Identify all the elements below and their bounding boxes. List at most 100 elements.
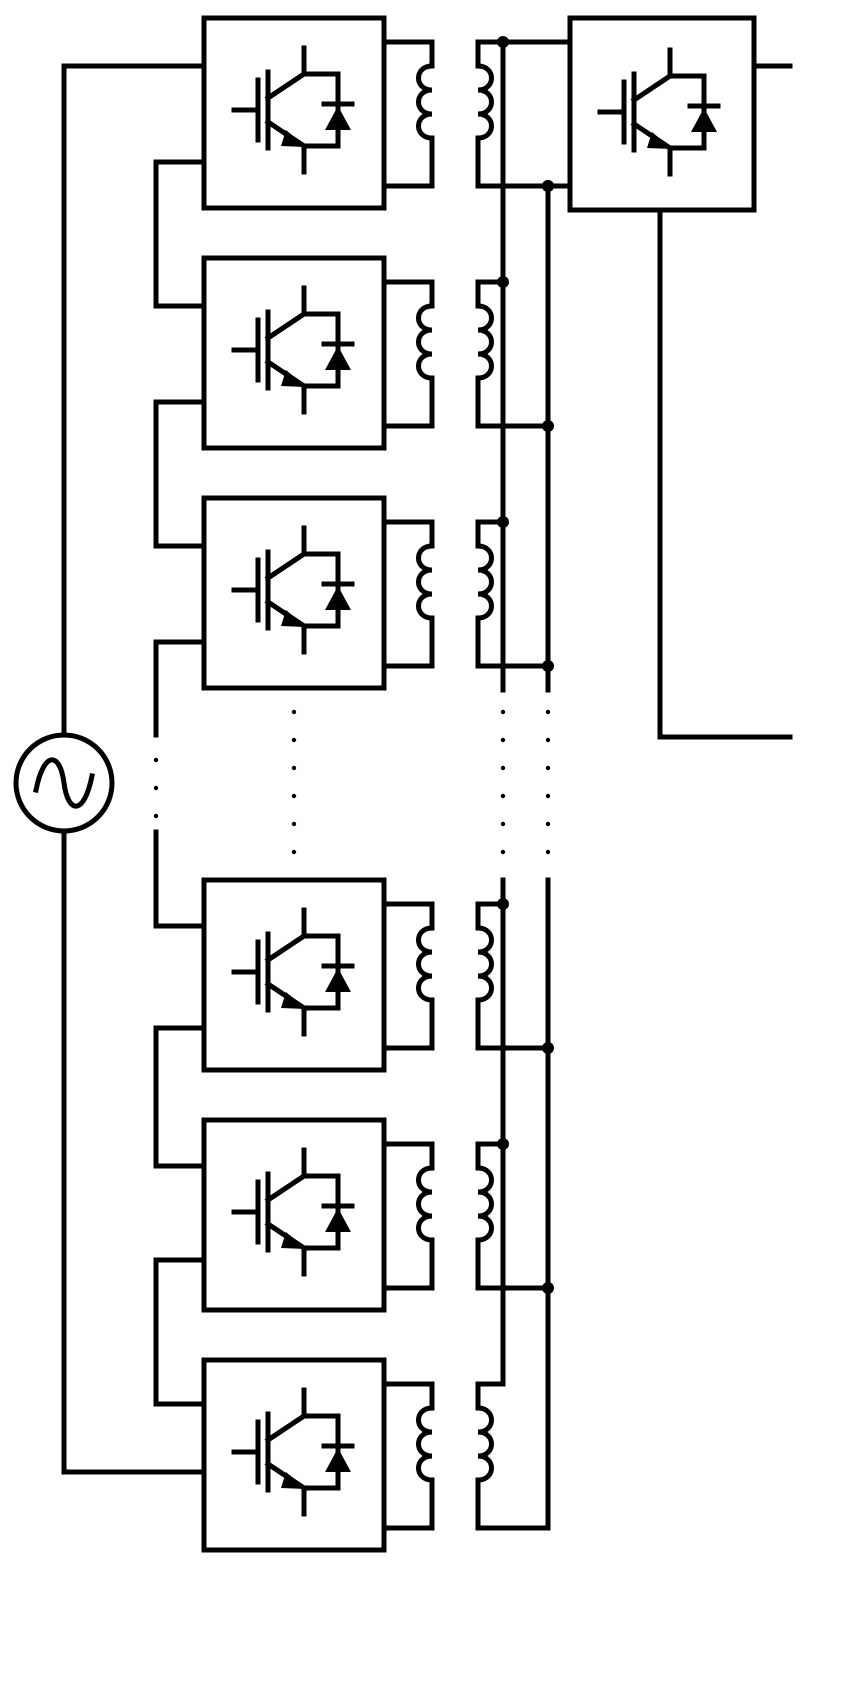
primary-top-lead bbox=[381, 519, 435, 549]
continuation-dots bbox=[153, 709, 551, 855]
diode-branch bbox=[301, 311, 341, 389]
emitter-arrow bbox=[647, 132, 672, 149]
junction-dot bbox=[542, 660, 554, 672]
igbt-diode-icon bbox=[231, 285, 355, 415]
emitter-lead bbox=[264, 598, 307, 655]
continuation-dot bbox=[545, 821, 551, 827]
diode-triangle bbox=[325, 106, 351, 130]
secondary-top-lead bbox=[475, 39, 506, 69]
junction-dot bbox=[542, 1282, 554, 1294]
secondary-coil bbox=[475, 63, 494, 141]
converter-module bbox=[201, 1117, 554, 1313]
diode-triangle bbox=[325, 586, 351, 610]
series-link bbox=[153, 159, 207, 309]
continuation-dot bbox=[153, 813, 159, 819]
diode-triangle bbox=[325, 968, 351, 992]
series-link-open-bottom bbox=[153, 829, 207, 929]
primary-top-lead bbox=[381, 1381, 435, 1411]
continuation-dot bbox=[545, 849, 551, 855]
source-bottom-wire bbox=[61, 829, 207, 1475]
igbt-diode-icon bbox=[231, 525, 355, 655]
junction-dot bbox=[542, 420, 554, 432]
collector-lead bbox=[264, 1147, 307, 1204]
primary-coil bbox=[416, 1405, 435, 1483]
emitter-arrow bbox=[281, 370, 306, 387]
primary-top-lead bbox=[381, 279, 435, 309]
primary-top-lead bbox=[381, 39, 435, 69]
continuation-dot bbox=[153, 757, 159, 763]
secondary-top-lead bbox=[475, 1141, 506, 1171]
converter-module bbox=[201, 877, 554, 1073]
module-box bbox=[201, 1357, 387, 1553]
module-box bbox=[201, 495, 387, 691]
diode-branch bbox=[301, 1413, 341, 1491]
primary-coil bbox=[416, 543, 435, 621]
primary-bottom-lead bbox=[381, 1477, 435, 1531]
secondary-top-lead bbox=[475, 901, 506, 931]
igbt-diode-icon bbox=[231, 1387, 355, 1517]
continuation-dot bbox=[500, 737, 506, 743]
converter-module bbox=[201, 1357, 551, 1553]
source-circle bbox=[13, 732, 115, 834]
junction-dot bbox=[497, 898, 509, 910]
series-link bbox=[153, 1025, 207, 1169]
secondary-bottom-lead bbox=[475, 1237, 551, 1291]
diode-triangle bbox=[691, 108, 717, 132]
module-box bbox=[201, 255, 387, 451]
source-top-wire bbox=[61, 63, 207, 737]
emitter-lead bbox=[264, 1460, 307, 1517]
emitter-lead bbox=[264, 118, 307, 175]
primary-bottom-lead bbox=[381, 375, 435, 429]
primary-bottom-lead bbox=[381, 135, 435, 189]
diode-branch bbox=[301, 1173, 341, 1251]
continuation-dot bbox=[500, 849, 506, 855]
collector-lead bbox=[264, 525, 307, 582]
continuation-dot bbox=[291, 737, 297, 743]
emitter-arrow bbox=[281, 130, 306, 147]
secondary-bottom-lead bbox=[475, 997, 551, 1051]
primary-bottom-lead bbox=[381, 997, 435, 1051]
emitter-arrow bbox=[281, 1232, 306, 1249]
converter-module bbox=[201, 495, 554, 691]
collector-lead bbox=[264, 1387, 307, 1444]
diode-branch bbox=[301, 933, 341, 1011]
primary-coil bbox=[416, 925, 435, 1003]
igbt-diode-icon bbox=[597, 47, 721, 177]
secondary-top-lead bbox=[475, 519, 506, 549]
continuation-dot bbox=[545, 793, 551, 799]
collector-lead bbox=[630, 47, 673, 104]
collector-lead bbox=[264, 907, 307, 964]
igbt-diode-icon bbox=[231, 907, 355, 1037]
secondary-bottom-lead bbox=[475, 1477, 551, 1531]
secondary-bottom-lead bbox=[475, 135, 551, 189]
emitter-arrow bbox=[281, 992, 306, 1009]
continuation-dot bbox=[153, 785, 159, 791]
secondary-top-lead bbox=[475, 279, 506, 309]
continuation-dot bbox=[545, 737, 551, 743]
continuation-dot bbox=[545, 709, 551, 715]
continuation-dot bbox=[500, 765, 506, 771]
ac-source-icon bbox=[13, 732, 115, 834]
primary-coil bbox=[416, 63, 435, 141]
emitter-lead bbox=[264, 1220, 307, 1277]
series-link bbox=[153, 1257, 207, 1407]
junction-dot bbox=[542, 180, 554, 192]
secondary-bottom-lead bbox=[475, 615, 551, 669]
emitter-lead bbox=[264, 980, 307, 1037]
secondary-coil bbox=[475, 1165, 494, 1243]
junction-dot bbox=[542, 1042, 554, 1054]
series-link bbox=[153, 399, 207, 549]
module-box bbox=[201, 1117, 387, 1313]
main-bus-wires bbox=[61, 39, 551, 1531]
primary-bottom-lead bbox=[381, 615, 435, 669]
sine-wave bbox=[33, 757, 95, 809]
collector-lead bbox=[264, 45, 307, 102]
secondary-coil bbox=[475, 1405, 494, 1483]
primary-top-lead bbox=[381, 901, 435, 931]
continuation-dot bbox=[291, 849, 297, 855]
continuation-dot bbox=[545, 765, 551, 771]
continuation-dot bbox=[291, 821, 297, 827]
primary-coil bbox=[416, 303, 435, 381]
diode-triangle bbox=[325, 346, 351, 370]
